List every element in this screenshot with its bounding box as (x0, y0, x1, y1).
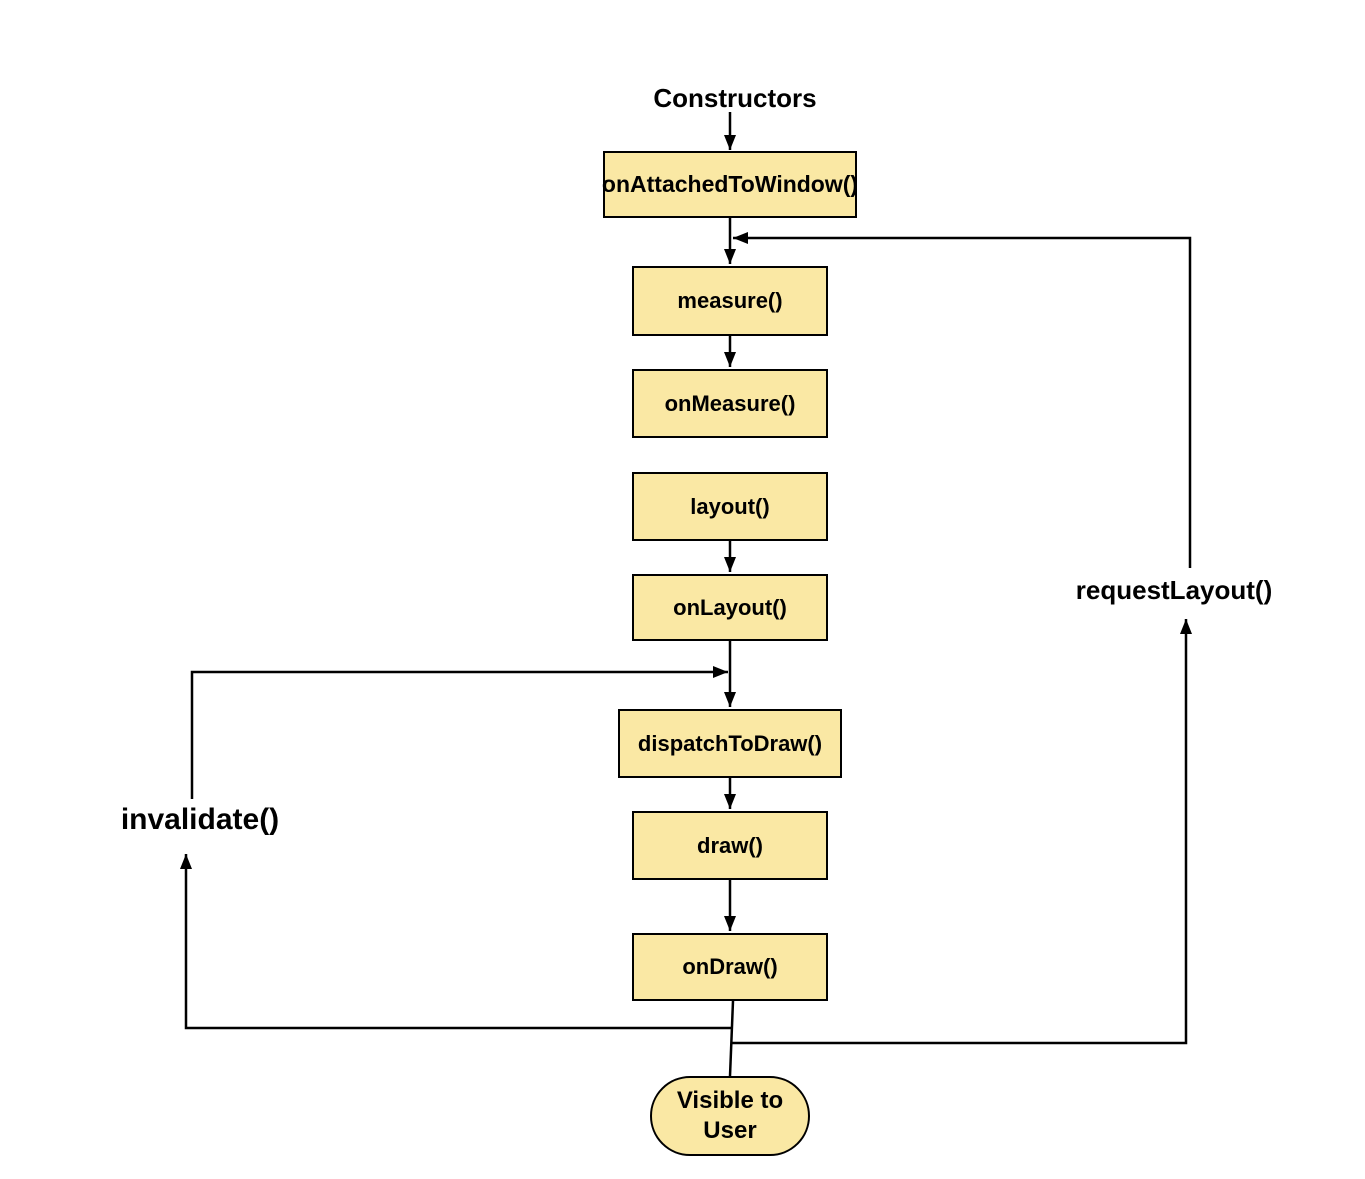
constructors-label: Constructors (653, 83, 817, 113)
node-ondraw-label: onDraw() (682, 954, 778, 979)
node-dispatchtodraw: dispatchToDraw() (618, 709, 842, 778)
node-onmeasure: onMeasure() (632, 369, 828, 438)
arrow-invalidate-to-dispatchtodraw (190, 666, 728, 799)
node-layout-label: layout() (690, 493, 770, 519)
node-ondraw: onDraw() (632, 933, 828, 1001)
node-draw: draw() (632, 811, 828, 880)
node-onattachedtowindow-label: onAttachedToWindow() (601, 171, 859, 197)
node-layout: layout() (632, 472, 828, 541)
invalidate-label: invalidate() (120, 803, 280, 836)
arrow-ondraw-to-requestlayout (731, 619, 1192, 1045)
node-visible-to-user-label: Visible to User (676, 1087, 784, 1144)
node-measure: measure() (632, 266, 828, 336)
node-measure-label: measure() (677, 288, 783, 313)
requestlayout-label: requestLayout() (1075, 575, 1273, 605)
node-dispatchtodraw-label: dispatchToDraw() (637, 730, 823, 756)
line-ondraw-to-visibletouser (728, 1000, 735, 1077)
node-onlayout: onLayout() (632, 574, 828, 641)
arrow-ondraw-to-invalidate (180, 854, 731, 1030)
node-visible-to-user: Visible to User (650, 1076, 810, 1156)
arrow-requestlayout-to-measure (733, 232, 1192, 568)
node-onattachedtowindow: onAttachedToWindow() (601, 151, 859, 218)
node-onmeasure-label: onMeasure() (664, 390, 796, 416)
node-onlayout-label: onLayout() (673, 594, 787, 620)
node-draw-label: draw() (697, 832, 763, 858)
